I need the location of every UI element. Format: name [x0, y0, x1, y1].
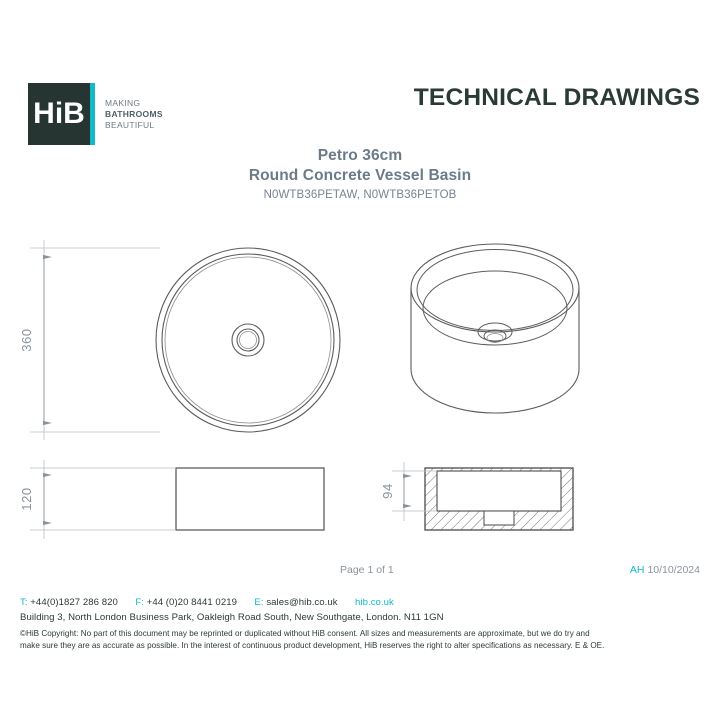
telephone-value: +44(0)1827 286 820 — [30, 597, 118, 608]
front-elevation-dimension-label: 120 — [19, 487, 34, 511]
logo-square: HiB — [28, 83, 90, 145]
page-footer: T: +44(0)1827 286 820 F: +44 (0)20 8441 … — [20, 596, 710, 651]
copyright-line-1: ©HiB Copyright: No part of this document… — [20, 629, 590, 638]
revision-date: 10/10/2024 — [647, 564, 700, 576]
product-name: Petro 36cm — [317, 147, 403, 164]
section-dimension-label: 94 — [380, 483, 395, 499]
email-label: E: — [254, 597, 264, 608]
tagline-line-3: BEAUTIFUL — [105, 119, 155, 130]
tagline-line-1: MAKING — [105, 97, 141, 108]
website-link[interactable]: hib.co.uk — [355, 597, 394, 608]
page-number-label: Page 1 of 1 — [340, 564, 394, 576]
revision-block: AH 10/10/2024 — [630, 564, 700, 576]
logo-accent-stripe — [90, 83, 95, 145]
section-view-drawing — [424, 467, 574, 531]
page-header: HiB MAKING BATHROOMS BEAUTIFUL TECHNICAL… — [0, 0, 720, 145]
plan-view-drawing — [155, 247, 341, 433]
revision-initials: AH — [629, 564, 645, 576]
product-sku-codes: N0WTB36PETAW, N0WTB36PETOB — [263, 189, 457, 201]
iso-view-drawing — [410, 243, 580, 414]
drawing-area: 360 — [0, 228, 720, 558]
tagline-line-2: BATHROOMS — [105, 108, 163, 119]
logo-wordmark: HiB — [33, 97, 85, 130]
product-title-block: Petro 36cm Round Concrete Vessel Basin N… — [0, 146, 720, 204]
page-status-row: Page 1 of 1 AH 10/10/2024 — [0, 564, 720, 582]
email-value[interactable]: sales@hib.co.uk — [266, 597, 338, 608]
hib-logo: HiB MAKING BATHROOMS BEAUTIFUL — [28, 83, 163, 145]
telephone-label: T: — [20, 597, 28, 608]
company-address: Building 3, North London Business Park, … — [20, 612, 444, 623]
document-title: TECHNICAL DRAWINGS — [413, 84, 700, 111]
contact-line: T: +44(0)1827 286 820 F: +44 (0)20 8441 … — [20, 596, 710, 610]
section-view-dimension-94: 94 — [380, 462, 437, 521]
plan-dimension-label: 360 — [19, 328, 34, 352]
product-description: Round Concrete Vessel Basin — [248, 167, 472, 184]
front-elevation-drawing — [175, 467, 325, 531]
fax-label: F: — [135, 597, 144, 608]
front-elevation-dimension-120: 120 — [19, 460, 176, 539]
plan-view-dimension-360: 360 — [19, 240, 160, 440]
logo-tagline: MAKING BATHROOMS BEAUTIFUL — [105, 83, 163, 145]
fax-value: +44 (0)20 8441 0219 — [146, 597, 237, 608]
copyright-notice: ©HiB Copyright: No part of this document… — [20, 628, 710, 651]
copyright-line-2: make sure they are as accurate as possib… — [20, 640, 605, 650]
